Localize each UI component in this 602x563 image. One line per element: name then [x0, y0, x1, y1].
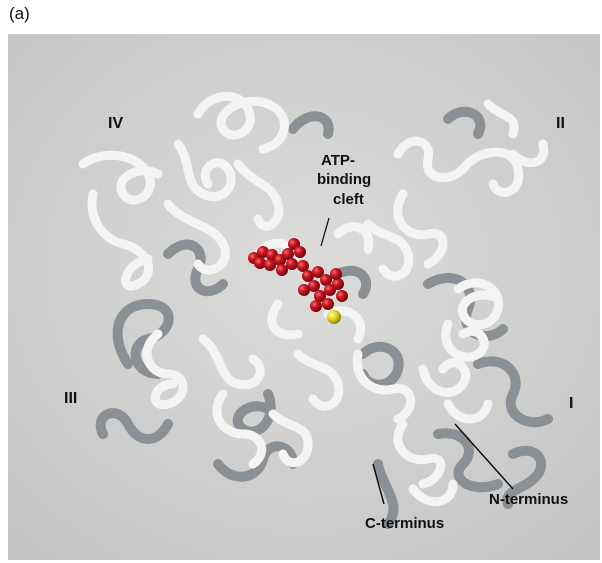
n-terminus-label: N-terminus	[489, 491, 568, 508]
atp-label-line-3: cleft	[333, 191, 364, 208]
domain-label-four: IV	[108, 115, 123, 132]
domain-label-two: II	[556, 115, 565, 132]
domain-label-three: III	[64, 390, 77, 407]
atp-label-line-2: binding	[317, 171, 371, 188]
panel-label: (a)	[9, 4, 30, 24]
actin-ribbon-diagram: IV II III I ATP- binding cleft N-terminu…	[8, 34, 600, 560]
metal-ion	[327, 310, 341, 324]
atp-label-line-1: ATP-	[321, 152, 355, 169]
domain-label-one: I	[569, 395, 573, 412]
protein-structure-figure: IV II III I ATP- binding cleft N-terminu…	[8, 34, 600, 560]
figure-background	[8, 34, 600, 560]
c-terminus-label: C-terminus	[365, 515, 444, 532]
